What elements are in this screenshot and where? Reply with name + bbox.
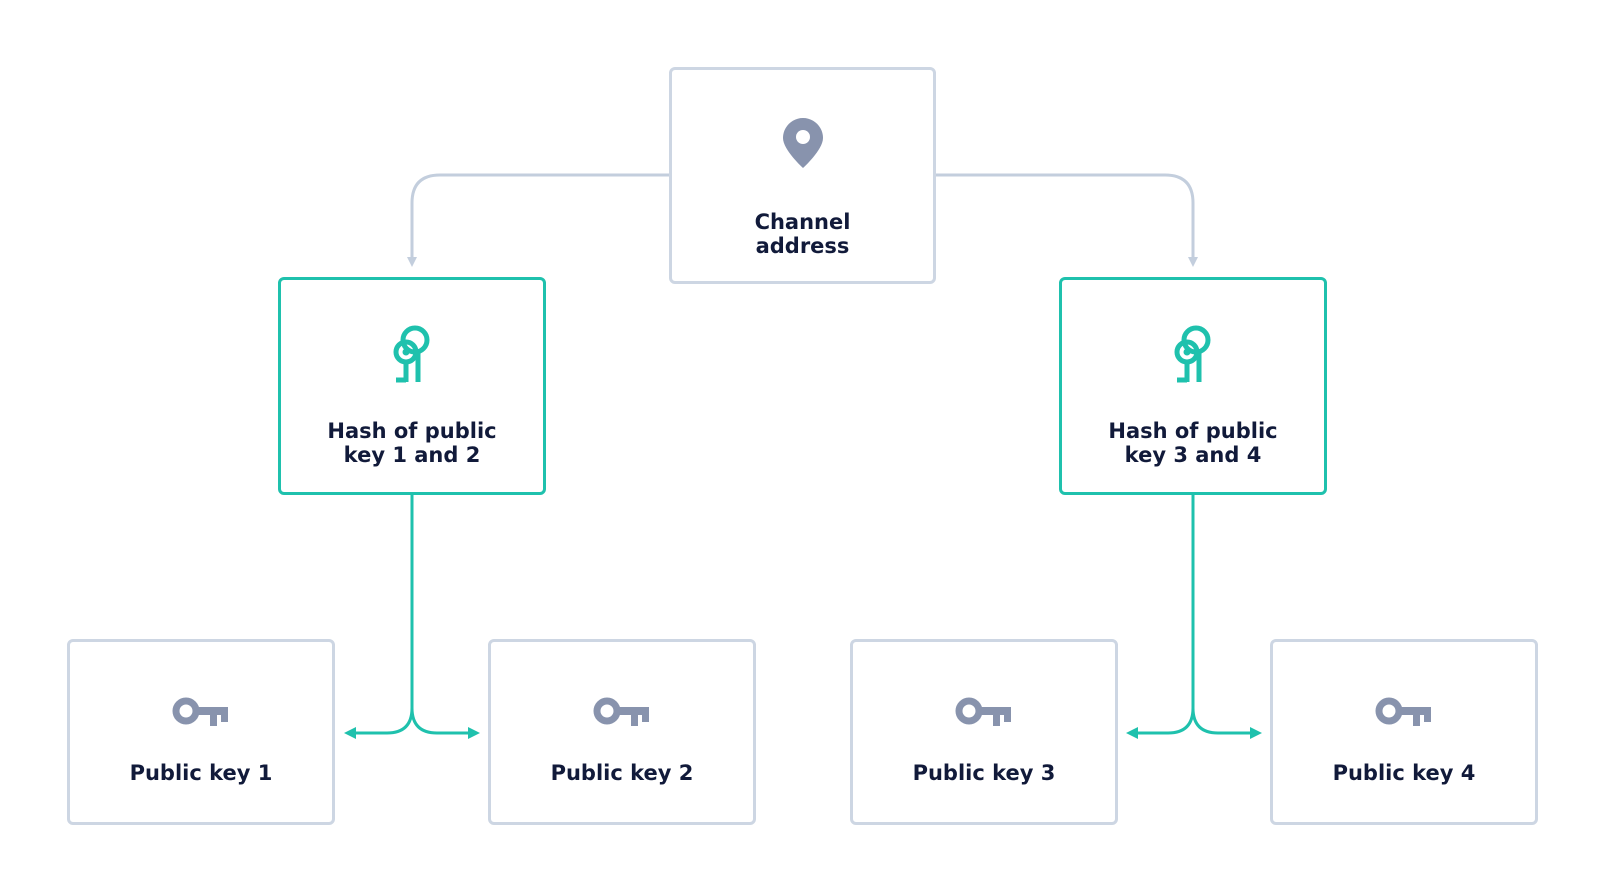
key-icon (172, 697, 228, 726)
connector-root-to-hash-left (407, 173, 670, 267)
double-key-icon (393, 325, 430, 383)
public-key-2-node: Public key 2 (488, 639, 756, 825)
public-key-4-label: Public key 4 (1332, 761, 1476, 785)
connector-root-to-hash-right (935, 173, 1198, 267)
double-key-icon (1174, 325, 1211, 383)
connector-hash-left-to-key2 (410, 707, 480, 739)
public-key-1-label: Public key 1 (129, 761, 273, 785)
public-key-1-node: Public key 1 (67, 639, 335, 825)
hash-key-3-4-label: Hash of public key 3 and 4 (1108, 419, 1278, 467)
public-key-4-node: Public key 4 (1270, 639, 1538, 825)
hash-key-1-2-label: Hash of public key 1 and 2 (327, 419, 497, 467)
connector-hash-right-to-key3 (1126, 495, 1195, 739)
key-icon (955, 697, 1011, 726)
hash-key-1-2-node: Hash of public key 1 and 2 (278, 277, 546, 495)
location-pin-icon (782, 118, 823, 168)
hash-key-3-4-node: Hash of public key 3 and 4 (1059, 277, 1327, 495)
connector-hash-right-to-key4 (1191, 707, 1262, 739)
connector-hash-left-to-key1 (344, 495, 414, 739)
channel-address-label: Channel address (754, 210, 851, 258)
channel-address-node: Channel address (669, 67, 936, 284)
key-icon (593, 697, 649, 726)
key-icon (1375, 697, 1431, 726)
public-key-2-label: Public key 2 (550, 761, 694, 785)
public-key-3-label: Public key 3 (912, 761, 1056, 785)
public-key-3-node: Public key 3 (850, 639, 1118, 825)
